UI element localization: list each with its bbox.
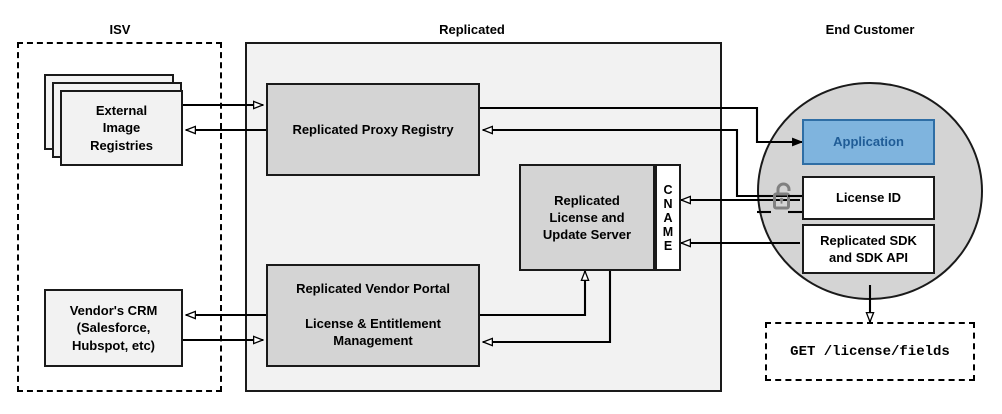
unlock-icon	[769, 180, 799, 223]
cname-letter-n: N	[663, 196, 673, 211]
zone-title-isv: ISV	[109, 22, 131, 37]
license-id[interactable]: License ID	[802, 176, 935, 220]
cname-letter-m: M	[662, 224, 674, 239]
isv-boundary	[17, 42, 222, 392]
api-call-text: GET /license/fields	[790, 343, 950, 360]
replicated-proxy-registry[interactable]: Replicated Proxy Registry	[266, 83, 480, 176]
zone-title-end-customer: End Customer	[825, 22, 915, 37]
zone-title-replicated: Replicated	[439, 22, 505, 37]
replicated-vendor-portal-title: Replicated Vendor Portal	[296, 281, 450, 296]
replicated-vendor-portal[interactable]: Replicated Vendor Portal License & Entit…	[266, 264, 480, 367]
cname-letter-a: A	[663, 210, 673, 225]
cname-strip: C N A M E	[655, 164, 681, 271]
replicated-sdk-and-sdk-api[interactable]: Replicated SDK and SDK API	[802, 224, 935, 274]
api-call-box: GET /license/fields	[765, 322, 975, 381]
cname-letter-e: E	[663, 238, 673, 253]
application[interactable]: Application	[802, 119, 935, 165]
license-entitlement-management: License & Entitlement Management	[305, 316, 441, 349]
cname-letter-c: C	[663, 182, 673, 197]
replicated-license-and-update-server[interactable]: Replicated License and Update Server	[519, 164, 655, 271]
vendors-crm[interactable]: Vendor's CRM (Salesforce, Hubspot, etc)	[44, 289, 183, 367]
external-image-registries[interactable]: External Image Registries	[60, 90, 183, 166]
